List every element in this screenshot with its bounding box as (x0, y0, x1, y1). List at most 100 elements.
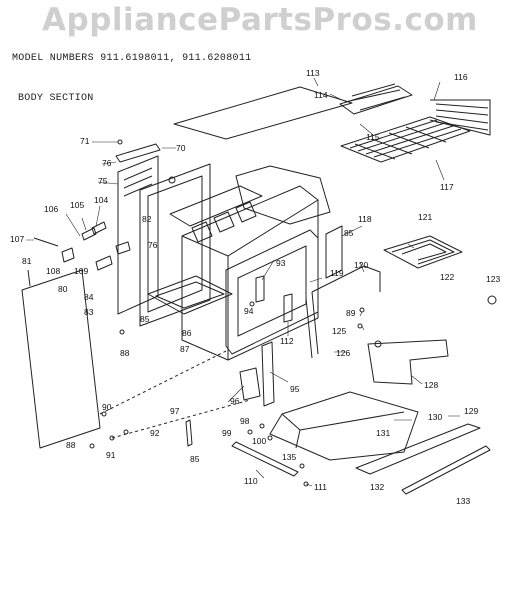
part-door-panel (21, 269, 101, 449)
part-109 (95, 255, 113, 271)
callout-80: 80 (58, 284, 68, 294)
callout-84: 84 (84, 292, 94, 302)
callout-117: 117 (440, 182, 454, 192)
part-handle-95 (261, 341, 275, 407)
part-cooktop-cover (235, 165, 331, 225)
callout-108: 108 (46, 266, 60, 276)
callout-85-b: 85 (344, 228, 354, 238)
callout-91: 91 (106, 450, 116, 460)
callout-93: 93 (276, 258, 286, 268)
part-drawer-front (355, 423, 481, 475)
callout-109: 109 (74, 266, 88, 276)
part-side-panel (117, 155, 159, 315)
callout-110: 110 (244, 476, 258, 486)
callout-118: 118 (358, 214, 372, 224)
callout-85-c: 85 (190, 454, 200, 464)
callout-135: 135 (282, 452, 296, 462)
part-screw-111 (303, 481, 309, 487)
callout-90: 90 (102, 402, 112, 412)
part-burner-box (169, 185, 263, 227)
callout-115: 115 (366, 132, 380, 142)
callout-81: 81 (22, 256, 32, 266)
part-vent-70 (115, 143, 161, 163)
section-title: BODY SECTION (18, 93, 94, 104)
callout-125: 125 (332, 326, 346, 336)
part-screw-88 (119, 329, 125, 335)
callout-116: 116 (454, 72, 468, 82)
part-oven-rack (340, 116, 471, 163)
part-burner-tube (255, 275, 265, 303)
callout-107: 107 (10, 234, 24, 244)
part-90 (101, 411, 107, 417)
callout-123: 123 (486, 274, 500, 284)
callout-121: 121 (418, 212, 432, 222)
part-screw-88-b (89, 443, 95, 449)
callout-130: 130 (428, 412, 442, 422)
callout-85: 85 (140, 314, 150, 324)
callout-83: 83 (84, 307, 94, 317)
callout-88-b: 88 (66, 440, 76, 450)
callout-122: 122 (440, 272, 454, 282)
part-112 (283, 293, 293, 323)
callout-105: 105 (70, 200, 84, 210)
callout-128: 128 (424, 380, 438, 390)
part-spring-97 (185, 419, 193, 447)
callout-96: 96 (230, 396, 240, 406)
part-123 (487, 295, 497, 305)
part-drawer (269, 391, 419, 461)
part-133 (401, 445, 491, 495)
callout-120: 120 (354, 260, 368, 270)
part-bake-element (383, 235, 463, 269)
part-92 (123, 429, 129, 435)
model-numbers-title: MODEL NUMBERS 911.6198011, 911.6208011 (12, 53, 252, 64)
callout-97: 97 (170, 406, 180, 416)
part-108 (61, 247, 75, 263)
part-bracket-82 (139, 163, 211, 327)
callout-70: 70 (176, 143, 186, 153)
callout-98: 98 (240, 416, 250, 426)
callout-86: 86 (182, 328, 192, 338)
part-door-gasket (311, 265, 381, 355)
part-rail-110 (231, 441, 299, 477)
callout-113: 113 (306, 68, 320, 78)
part-side-strip (325, 225, 343, 279)
callout-88: 88 (120, 348, 130, 358)
callout-87: 87 (180, 344, 190, 354)
part-99 (247, 429, 253, 435)
part-107 (33, 237, 59, 247)
callout-100: 100 (252, 436, 266, 446)
callout-75: 75 (98, 176, 108, 186)
part-oven-body (181, 185, 319, 361)
part-94 (249, 301, 255, 307)
part-hinge-104 (91, 221, 107, 235)
callout-114: 114 (314, 90, 328, 100)
part-hinge-105 (81, 227, 97, 241)
part-screw-135 (299, 463, 305, 469)
callout-106: 106 (44, 204, 58, 214)
part-broil-element (367, 339, 449, 385)
callout-94: 94 (244, 306, 254, 316)
callout-111: 111 (314, 482, 327, 492)
callout-112: 112 (280, 336, 294, 346)
part-98 (259, 423, 265, 429)
part-100 (267, 435, 273, 441)
callout-99: 99 (222, 428, 232, 438)
callout-92: 92 (150, 428, 160, 438)
callout-129: 129 (464, 406, 478, 416)
callout-82: 82 (142, 214, 152, 224)
part-top-panel (173, 86, 353, 140)
callout-133: 133 (456, 496, 470, 506)
callout-89: 89 (346, 308, 356, 318)
part-clip-89 (359, 307, 365, 313)
callout-76-b: 76 (148, 240, 158, 250)
part-base-pan (147, 275, 233, 315)
part-81 (27, 269, 31, 287)
callout-104: 104 (94, 195, 108, 205)
part-91 (109, 435, 115, 441)
callout-126: 126 (336, 348, 350, 358)
callout-76: 76 (102, 158, 112, 168)
callout-132: 132 (370, 482, 384, 492)
part-screw-71 (117, 139, 123, 145)
part-broiler-pan (339, 85, 413, 115)
